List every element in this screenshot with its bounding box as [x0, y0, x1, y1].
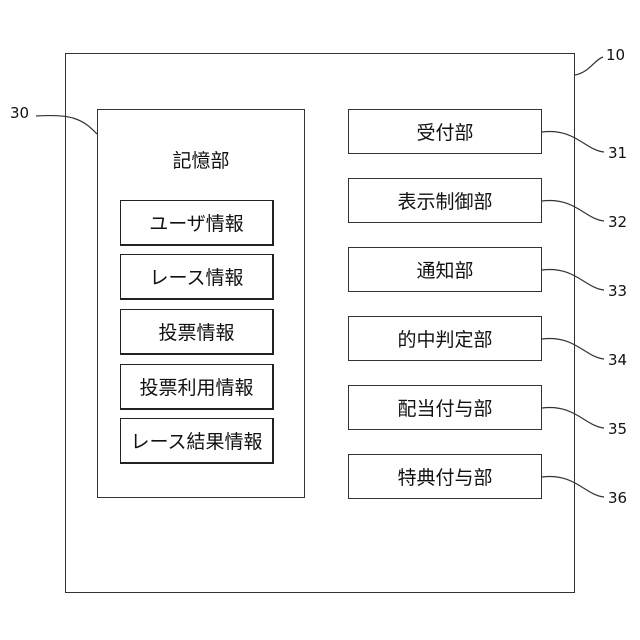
ref-label-35: 35 — [608, 420, 627, 438]
leader-line-30 — [36, 116, 97, 134]
leader-line-32 — [542, 201, 604, 221]
ref-label-31: 31 — [608, 144, 627, 162]
ref-label-32: 32 — [608, 213, 627, 231]
leader-line-36 — [542, 477, 604, 497]
leader-line-35 — [542, 408, 604, 428]
leader-line-10 — [575, 57, 603, 75]
ref-label-33: 33 — [608, 282, 627, 300]
leader-line-31 — [542, 132, 604, 152]
ref-label-36: 36 — [608, 489, 627, 507]
leader-line-33 — [542, 270, 604, 290]
ref-label-10: 10 — [606, 46, 625, 64]
ref-label-30: 30 — [10, 104, 29, 122]
ref-label-34: 34 — [608, 351, 627, 369]
leader-line-34 — [542, 339, 604, 359]
